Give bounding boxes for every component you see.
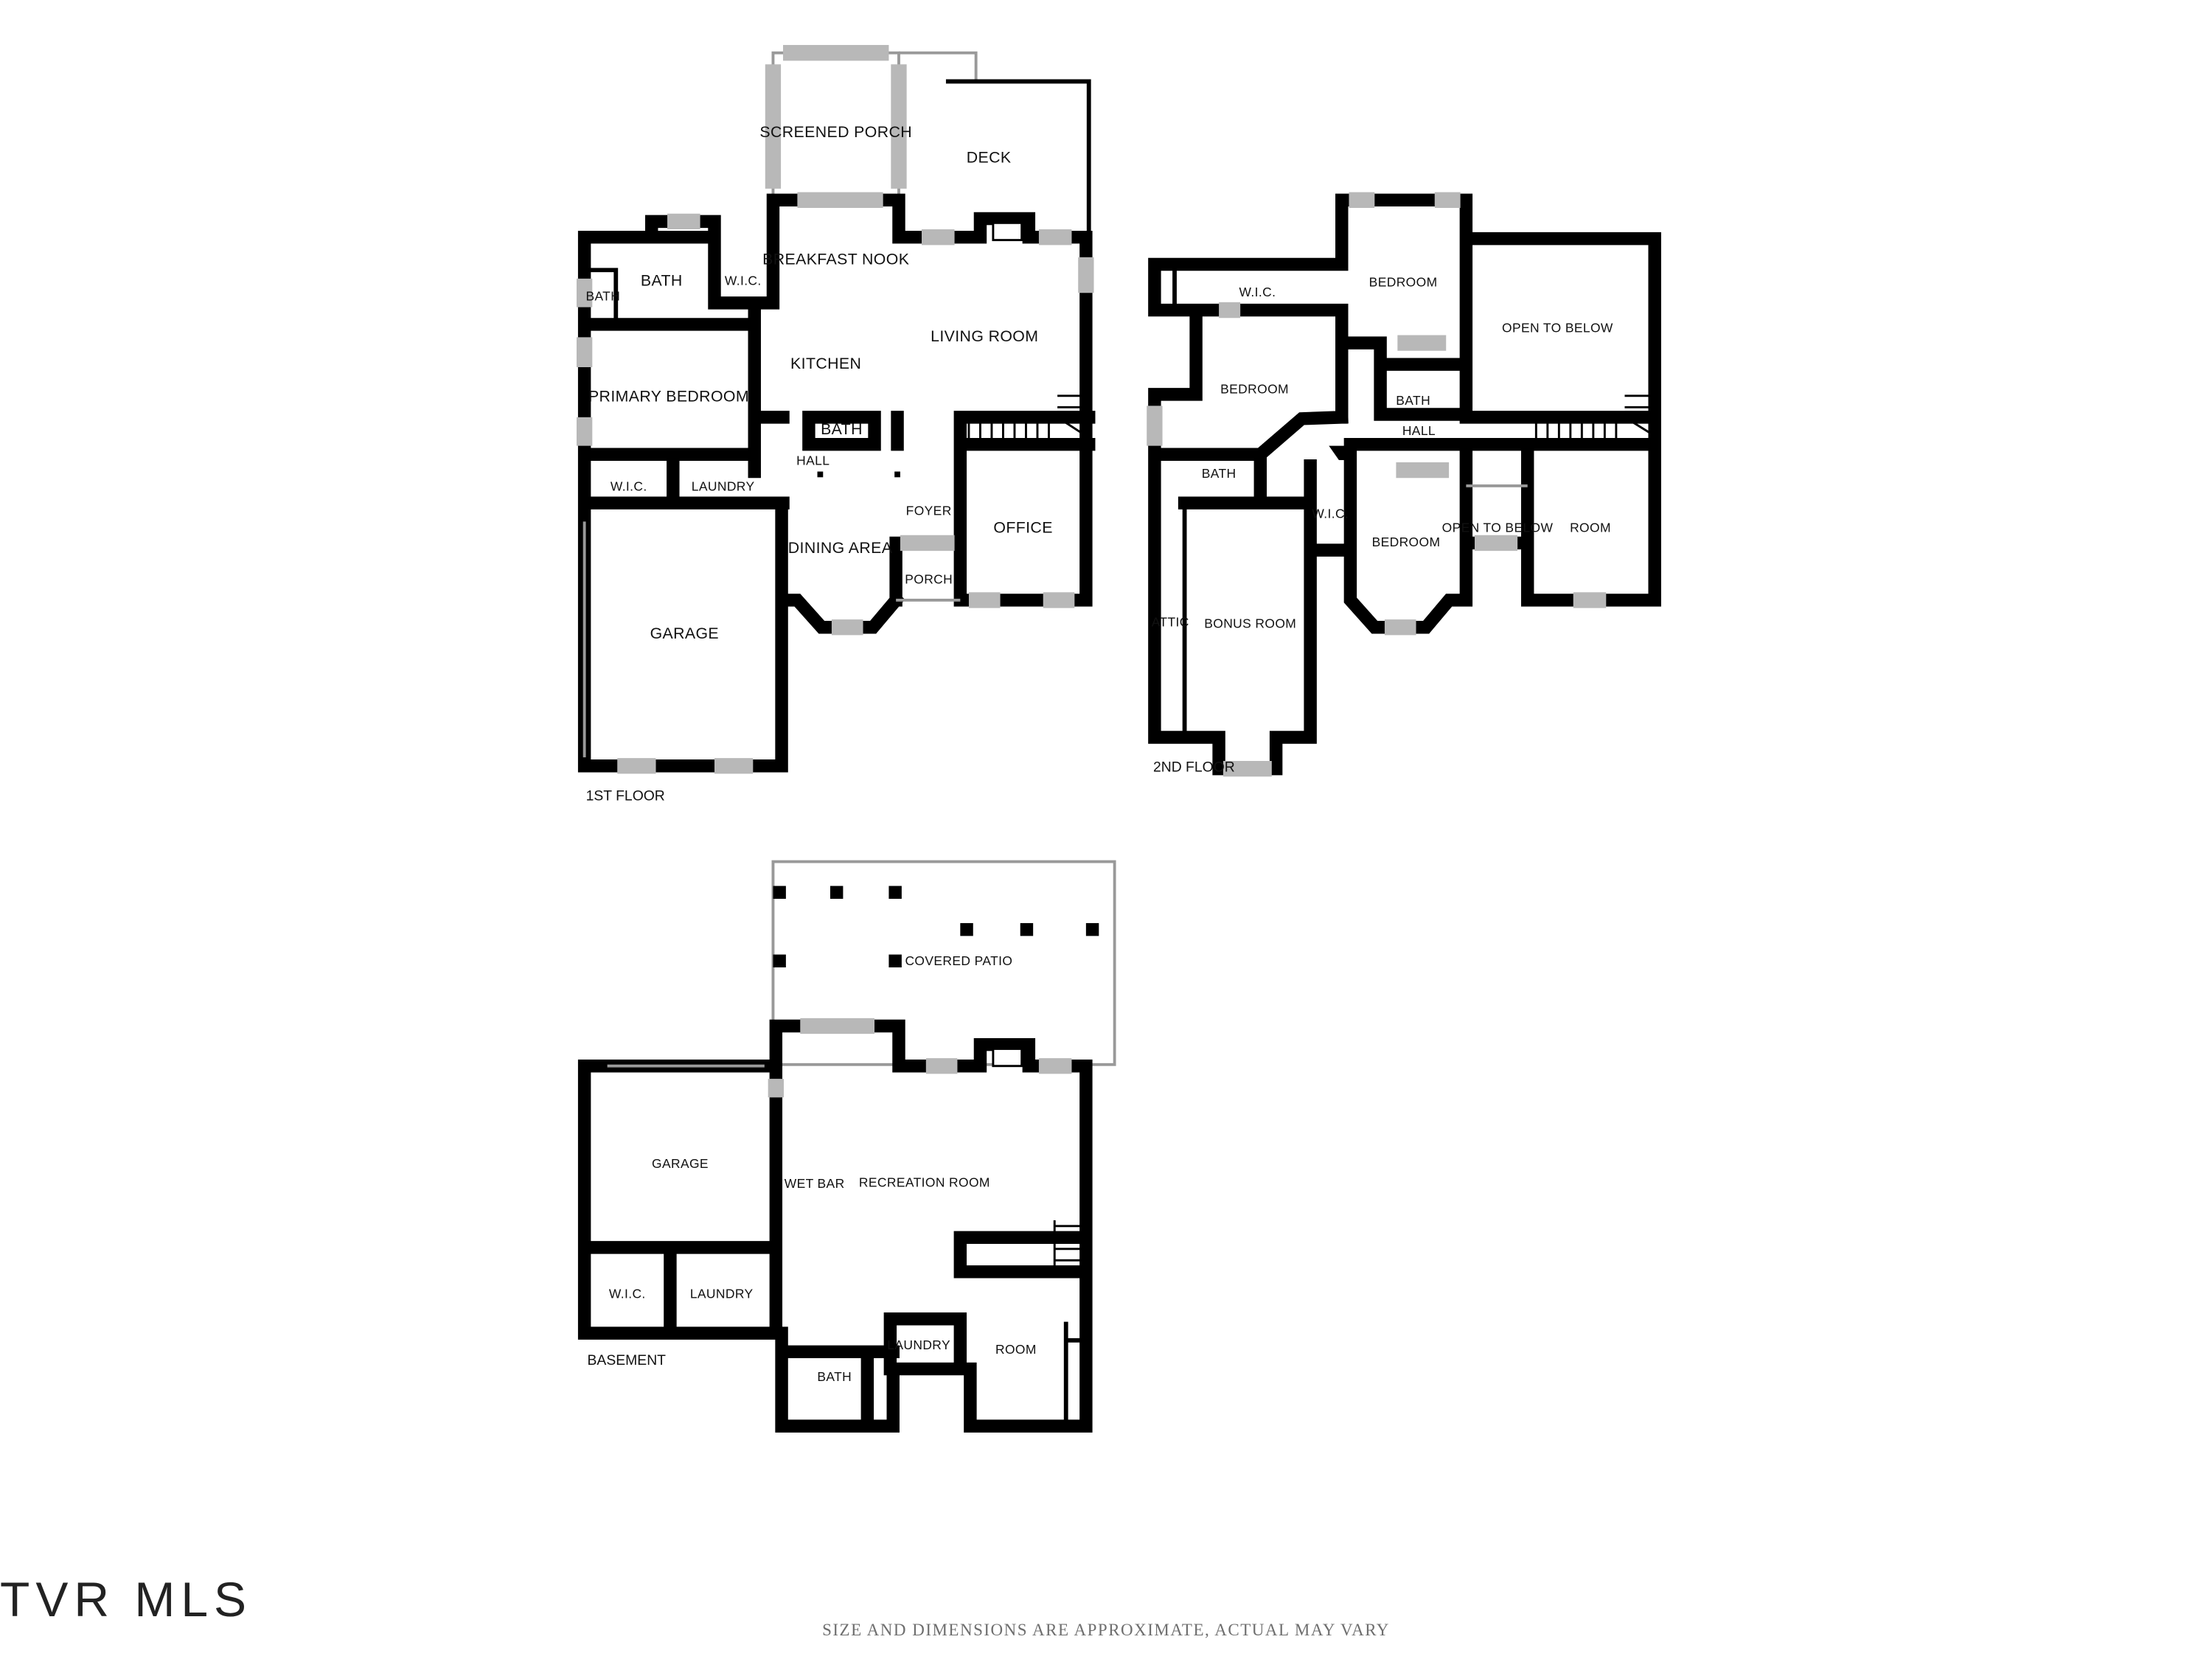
room-label: W.I.C. (609, 1286, 646, 1301)
room-label: BATH (817, 1369, 852, 1384)
room-label: BEDROOM (1372, 535, 1441, 549)
room-label: OFFICE (993, 519, 1052, 537)
floor-label: 2ND FLOOR (1153, 759, 1235, 776)
room-label: W.I.C. (611, 479, 647, 493)
floor-label: 1ST FLOOR (586, 787, 665, 804)
room-label: BATH (585, 289, 620, 304)
room-label: COVERED PATIO (905, 953, 1012, 968)
room-label: HALL (796, 453, 830, 468)
column-icon (1085, 922, 1099, 936)
basement-plan: COVERED PATIO GARAGE WET BAR RECREATION … (577, 860, 1116, 1433)
chimney-icon (1329, 445, 1351, 461)
column-icon (773, 886, 786, 899)
first-floor-exterior-wall (577, 193, 1096, 773)
room-label: ROOM (995, 1342, 1037, 1357)
room-label: ATTIC (1152, 615, 1189, 630)
room-label: OPEN TO BELOW (1502, 320, 1613, 335)
first-floor-plan: SCREENED PORCH DECK BREAKFAST NOOK BATH … (576, 45, 1096, 804)
column-icon (888, 886, 902, 899)
room-label: DECK (967, 149, 1012, 167)
room-label: LIVING ROOM (931, 327, 1038, 345)
deck-roof-outline (898, 51, 978, 82)
room-label: ROOM (1570, 521, 1611, 535)
room-label: BATH (1396, 393, 1430, 408)
room-label: FOYER (906, 503, 952, 518)
basement-exterior-wall (577, 1019, 1093, 1433)
room-label: W.I.C. (725, 273, 762, 288)
deck-railing (945, 79, 1091, 237)
staircase-icon (1053, 1220, 1086, 1272)
room-label: BATH (641, 271, 683, 289)
first-floor-interior-wall (584, 237, 717, 324)
column-icon (817, 471, 824, 478)
column-icon (830, 886, 844, 899)
room-label: KITCHEN (790, 355, 861, 372)
room-label: PORCH (905, 571, 953, 586)
room-label: DINING AREA (788, 539, 893, 557)
second-floor-plan: W.I.C. BEDROOM OPEN TO BELOW BEDROOM BAT… (1147, 192, 1661, 777)
room-label: GARAGE (650, 625, 719, 642)
mls-logo: TVR MLS (0, 1572, 253, 1627)
room-label: LAUNDRY (690, 1286, 754, 1301)
room-label: RECREATION ROOM (859, 1175, 990, 1189)
room-label: BATH (821, 420, 863, 438)
room-label: BREAKFAST NOOK (762, 250, 909, 268)
room-label: BONUS ROOM (1204, 616, 1296, 631)
column-icon (960, 922, 973, 936)
column-icon (773, 954, 786, 968)
patio-columns (773, 886, 1099, 968)
room-label: LAUNDRY (887, 1338, 950, 1352)
fireplace-icon (992, 1048, 1023, 1068)
room-label: WET BAR (785, 1176, 845, 1191)
room-label: HALL (1402, 423, 1436, 438)
column-icon (1020, 922, 1034, 936)
room-label: W.I.C. (1312, 506, 1349, 521)
fireplace-icon (992, 221, 1023, 242)
room-label: LAUNDRY (692, 479, 755, 493)
second-floor-exterior-wall (1148, 193, 1661, 776)
room-label: OPEN TO BELOW (1442, 521, 1554, 535)
room-label: GARAGE (652, 1156, 709, 1171)
room-label: PRIMARY BEDROOM (588, 387, 749, 405)
column-icon (888, 954, 902, 968)
column-icon (894, 471, 900, 478)
staircase-icon (967, 394, 1087, 445)
floor-label: BASEMENT (588, 1352, 667, 1368)
room-label: BEDROOM (1369, 274, 1438, 289)
staircase-icon (1534, 394, 1655, 445)
disclaimer-text: SIZE AND DIMENSIONS ARE APPROXIMATE, ACT… (822, 1621, 1390, 1639)
room-label: W.I.C. (1239, 285, 1276, 299)
room-label: BATH (1202, 466, 1237, 481)
room-label: BEDROOM (1220, 382, 1289, 397)
room-label: SCREENED PORCH (759, 123, 912, 141)
